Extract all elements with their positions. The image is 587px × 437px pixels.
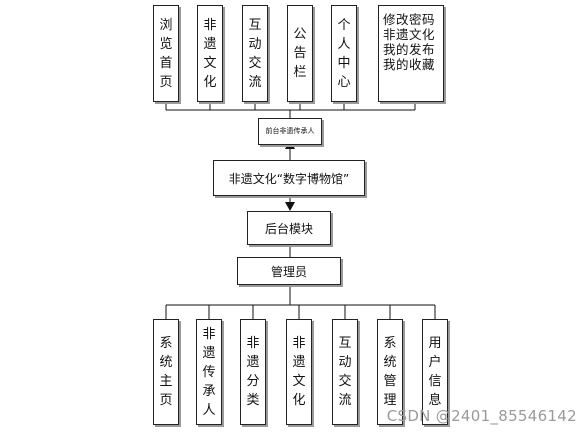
module-user-functions: 修改密码 非遗文化 我的发布 我的收藏: [378, 5, 444, 102]
module-label: 系统主页: [159, 336, 173, 408]
function-line: 我的收藏: [383, 57, 436, 72]
backend-module-box: 后台模块: [247, 211, 331, 245]
module-interaction-admin: 互动交流: [332, 319, 358, 425]
function-line: 我的发布: [383, 42, 436, 57]
module-label: 非遗传承人: [202, 326, 216, 418]
module-label: 公告栏: [293, 27, 307, 80]
module-label: 非遗分类: [246, 336, 260, 408]
watermark: CSDN @2401_85546142: [386, 407, 577, 425]
module-label: 互动交流: [248, 17, 262, 90]
module-label: 浏览首页: [159, 17, 173, 90]
backend-label: 后台模块: [264, 221, 313, 236]
function-line: 修改密码: [383, 12, 436, 27]
admin-box: 管理员: [237, 257, 341, 285]
module-system-home: 系统主页: [153, 319, 179, 425]
module-heritage-category: 非遗分类: [240, 319, 266, 425]
module-label: 互动交流: [338, 336, 352, 408]
module-user-info: 用户信息: [422, 319, 448, 425]
module-personal-center: 个人中心: [331, 5, 357, 102]
module-label: 系统管理: [383, 336, 397, 408]
module-system-management: 系统管理: [377, 319, 403, 425]
module-heritage-culture-admin: 非遗文化: [286, 319, 312, 425]
module-bulletin: 公告栏: [287, 5, 313, 102]
frontend-label: 前台非遗传承人: [265, 127, 315, 135]
module-interaction: 互动交流: [242, 5, 268, 102]
module-heritage-culture: 非遗文化: [197, 5, 223, 102]
module-label: 用户信息: [428, 336, 442, 408]
module-label: 个人中心: [337, 17, 351, 90]
module-label: 非遗文化: [203, 17, 217, 90]
admin-label: 管理员: [270, 264, 307, 279]
system-title: 非遗文化“数字博物馆”: [228, 171, 350, 186]
module-browse-home: 浏览首页: [153, 5, 179, 102]
module-label: 非遗文化: [292, 336, 306, 408]
system-title-box: 非遗文化“数字博物馆”: [213, 160, 365, 196]
module-heritage-inheritor: 非遗传承人: [196, 319, 222, 425]
frontend-inheritor-box: 前台非遗传承人: [258, 118, 322, 145]
function-line: 非遗文化: [383, 27, 436, 42]
